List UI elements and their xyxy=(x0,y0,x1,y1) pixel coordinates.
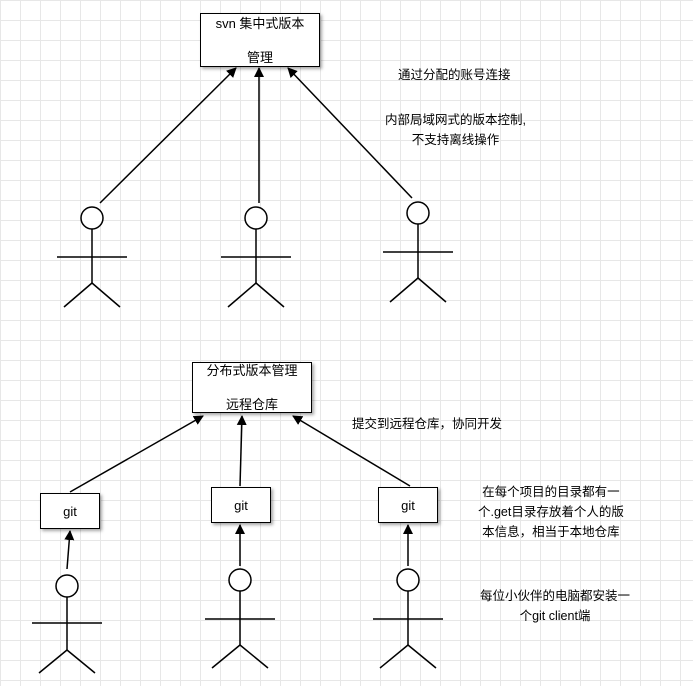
git-left-label: git xyxy=(63,503,77,519)
arrow-actor1-to-svn xyxy=(99,67,237,204)
note-lan-line2: 不支持离线操作 xyxy=(411,133,500,147)
actor-top-right xyxy=(383,201,453,303)
svn-central-server-box: svn 集中式版本 管理 xyxy=(200,13,320,67)
arrow-actor-left-to-git xyxy=(64,530,75,570)
actor-top-left xyxy=(57,206,127,308)
note-local-repository: 在每个项目的目录都有一 个.get目录存放着个人的版 本信息，相当于本地仓库 xyxy=(478,482,624,542)
svn-server-line2: 管理 xyxy=(246,49,273,65)
git-middle-label: git xyxy=(234,497,248,513)
actor-top-middle xyxy=(221,206,291,308)
note-account-connection: 通过分配的账号连接 xyxy=(398,68,511,82)
note-client-line2: 个git client端 xyxy=(519,609,591,623)
remote-repo-line1: 分布式版本管理 xyxy=(206,363,298,378)
actor-bottom-middle xyxy=(205,568,275,669)
note-local-line1: 在每个项目的目录都有一 xyxy=(482,485,620,499)
svn-server-label: svn 集中式版本 管理 xyxy=(216,0,305,83)
git-local-box-middle: git xyxy=(211,487,271,523)
note-client-line1: 每位小伙伴的电脑都安装一 xyxy=(480,589,631,603)
note-local-line3: 本信息，相当于本地仓库 xyxy=(482,525,620,539)
note-local-line2: 个.get目录存放着个人的版 xyxy=(478,505,624,519)
arrow-git-middle-to-remote xyxy=(236,415,247,487)
git-local-box-right: git xyxy=(378,487,438,523)
arrow-actor3-to-svn xyxy=(287,67,413,199)
svn-server-line1: svn 集中式版本 xyxy=(215,15,305,31)
actor-bottom-right xyxy=(373,568,443,669)
remote-repository-box: 分布式版本管理 远程仓库 xyxy=(192,362,312,413)
remote-repo-label: 分布式版本管理 远程仓库 xyxy=(206,345,297,430)
actor-bottom-left xyxy=(32,574,102,674)
note-lan-line1: 内部局域网式的版本控制, xyxy=(385,113,526,127)
git-right-label: git xyxy=(401,497,415,513)
arrow-git-left-to-remote xyxy=(69,415,204,493)
note-lan-version-control: 内部局域网式的版本控制, 不支持离线操作 xyxy=(385,110,526,150)
remote-repo-line2: 远程仓库 xyxy=(225,397,278,412)
note-push-remote: 提交到远程仓库，协同开发 xyxy=(352,417,503,431)
arrow-git-right-to-remote xyxy=(292,415,411,487)
note-git-client: 每位小伙伴的电脑都安装一 个git client端 xyxy=(480,586,630,626)
git-local-box-left: git xyxy=(40,493,100,529)
